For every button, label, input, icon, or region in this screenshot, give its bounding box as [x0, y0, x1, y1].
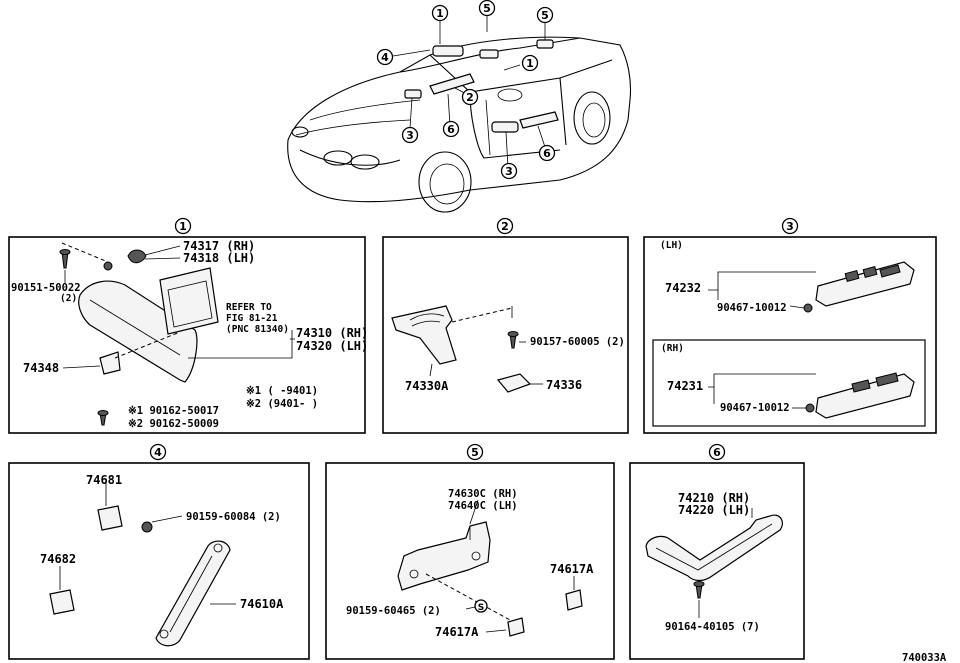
car-illustration — [287, 15, 632, 213]
label-74348: 74348 — [23, 361, 59, 375]
section-callout-5: 5 — [466, 443, 484, 461]
callout-6-left: 6 — [442, 120, 460, 138]
panel-1-sun-visor: 74317 (RH) 74318 (LH) 90151-50022 (2) RE… — [8, 236, 368, 434]
svg-text:2: 2 — [466, 91, 474, 104]
refer-text-3: (PNC 81340) — [226, 324, 289, 335]
label-74318: 74318 (LH) — [183, 251, 255, 265]
svg-text:3: 3 — [505, 165, 513, 178]
svg-text:3: 3 — [406, 129, 414, 142]
label-74610a: 74610A — [240, 597, 284, 611]
callout-5-top: 5 — [478, 0, 496, 17]
callout-3-right: 3 — [500, 162, 518, 180]
callout-6-right: 6 — [538, 144, 556, 162]
svg-text:3: 3 — [786, 220, 794, 233]
label-74640c: 74640C (LH) — [448, 500, 518, 512]
label-74681: 74681 — [86, 473, 122, 487]
svg-text:5: 5 — [541, 9, 549, 22]
section-callout-2: 2 — [496, 217, 514, 235]
svg-text:2: 2 — [501, 220, 509, 233]
label-74232: 74232 — [665, 281, 701, 295]
label-90157-60005: 90157-60005 (2) — [530, 336, 625, 348]
refer-text-1: REFER TO — [226, 302, 272, 313]
label-90162-50017: ※1 90162-50017 — [128, 405, 219, 417]
section-callout-1: 1 — [174, 217, 192, 235]
panel-3-switch-base: (LH) 74232 90467-10012 (RH) 74231 90467-… — [643, 236, 937, 434]
callout-5-right: 5 — [536, 6, 554, 24]
label-90159-60465: 90159-60465 (2) — [346, 605, 441, 617]
section-callout-4: 4 — [149, 443, 167, 461]
svg-text:5: 5 — [471, 446, 479, 459]
svg-text:1: 1 — [179, 220, 187, 233]
callout-3-left: 3 — [401, 126, 419, 144]
label-90151-50022: 90151-50022 — [11, 282, 81, 294]
label-74617a-right: 74617A — [550, 562, 594, 576]
svg-text:6: 6 — [713, 446, 721, 459]
label-90162-50009: ※2 90162-50009 — [128, 418, 219, 430]
refer-text-2: FIG 81-21 — [226, 313, 278, 324]
callout-4: 4 — [376, 48, 394, 66]
panel-6-grip: 74210 (RH) 74220 (LH) 90164-40105 (7) — [629, 462, 805, 660]
label-74330a: 74330A — [405, 379, 449, 393]
note-2: ※2 (9401- ) — [246, 398, 318, 410]
label-90159-60084: 90159-60084 (2) — [186, 511, 281, 523]
svg-text:6: 6 — [447, 123, 455, 136]
callout-2: 2 — [461, 88, 479, 106]
panel-2-holder: 90157-60005 (2) 74336 74330A — [382, 236, 629, 434]
svg-text:1: 1 — [436, 7, 444, 20]
svg-text:4: 4 — [154, 446, 162, 459]
label-74231: 74231 — [667, 379, 703, 393]
panel-4-assist-grip: 74681 90159-60084 (2) 74682 74610A — [8, 462, 310, 660]
s-mark: S — [478, 603, 484, 613]
svg-text:1: 1 — [526, 57, 534, 70]
label-rh: (RH) — [661, 343, 684, 354]
label-90164-40105: 90164-40105 (7) — [665, 621, 760, 633]
figure-id: 740033A — [902, 652, 947, 663]
label-90467-rh: 90467-10012 — [720, 402, 790, 414]
label-74317: 74317 (RH) — [183, 239, 255, 253]
label-74220: 74220 (LH) — [678, 503, 750, 517]
overview-callouts: 1 5 5 4 1 2 3 6 3 6 — [376, 0, 556, 180]
label-74682: 74682 — [40, 552, 76, 566]
callout-1-top: 1 — [431, 4, 449, 22]
label-90467-lh: 90467-10012 — [717, 302, 787, 314]
label-74630c: 74630C (RH) — [448, 488, 518, 500]
label-74210: 74210 (RH) — [678, 491, 750, 505]
section-callout-6: 6 — [708, 443, 726, 461]
callout-1-mid: 1 — [521, 54, 539, 72]
label-90151-qty: (2) — [60, 293, 77, 304]
label-74336: 74336 — [546, 378, 582, 392]
label-74310: 74310 (RH) — [296, 326, 368, 340]
label-lh: (LH) — [660, 240, 683, 251]
svg-text:5: 5 — [483, 2, 491, 15]
note-1: ※1 ( -9401) — [246, 385, 318, 397]
svg-text:6: 6 — [543, 147, 551, 160]
svg-text:4: 4 — [381, 51, 389, 64]
label-74617a-bottom: 74617A — [435, 625, 479, 639]
panel-5-roof-bracket: 74630C (RH) 74640C (LH) S 90159-60465 (2… — [325, 462, 615, 660]
label-74320: 74320 (LH) — [296, 339, 368, 353]
section-callout-3: 3 — [781, 217, 799, 235]
